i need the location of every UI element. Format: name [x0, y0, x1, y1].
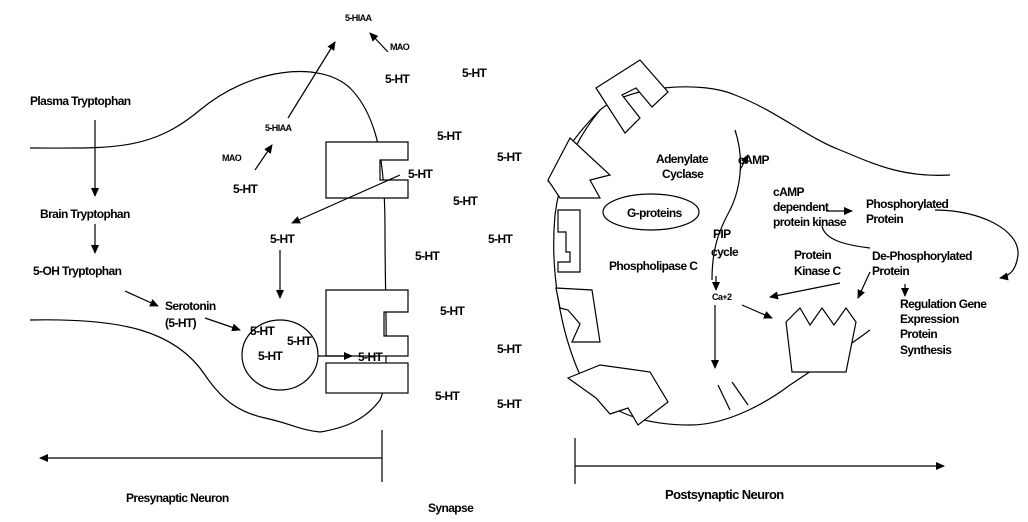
label-5ht: 5-HT: [488, 232, 514, 246]
label-5ht: 5-HT: [358, 350, 384, 364]
label-protein-kinase: Protein: [794, 248, 831, 262]
arrow-hiaa-out: [288, 42, 335, 118]
receptor-bottom: [568, 365, 668, 425]
arrow-ca-to-channel: [742, 305, 772, 318]
label-phosphorylated: Phosphorylated: [866, 197, 949, 211]
label-5ht: 5-HT: [453, 194, 479, 208]
label-5ht: 5-HT: [497, 397, 523, 411]
label-postsynaptic-neuron: Postsynaptic Neuron: [665, 487, 784, 502]
label-5ht: 5-HT: [437, 129, 463, 143]
label-regulation-4: Synthesis: [900, 343, 952, 357]
receptor-left-middle: [558, 210, 580, 272]
label-phosphorylated-protein: Protein: [866, 212, 903, 226]
label-calcium: Ca+2: [712, 292, 732, 302]
channel-wall-left: [718, 385, 730, 410]
label-5ht: 5-HT: [258, 349, 284, 363]
label-5ht: 5-HT: [270, 232, 296, 246]
arrow-dephospho-to-kinase: [822, 226, 870, 248]
arrow-5oh-to-serotonin: [125, 291, 158, 306]
label-regulation-3: Protein: [900, 327, 937, 341]
label-camp: cAMP: [738, 153, 770, 167]
label-camp-kinase-3: protein kinase: [773, 215, 847, 229]
label-5ht: 5-HT: [233, 182, 259, 196]
label-plasma-tryptophan: Plasma Tryptophan: [30, 94, 131, 108]
label-serotonin-abbr: (5-HT): [165, 316, 197, 330]
label-5ht: 5-HT: [385, 72, 411, 86]
label-presynaptic-neuron: Presynaptic Neuron: [126, 491, 229, 505]
label-phospholipase-c: Phospholipase C: [609, 259, 698, 273]
label-serotonin: Serotonin: [165, 299, 216, 313]
label-pip: PIP: [713, 227, 731, 241]
label-5ht: 5-HT: [415, 249, 441, 263]
arrow-mao-inner: [255, 145, 272, 170]
label-5oh-tryptophan: 5-OH Tryptophan: [33, 264, 122, 278]
label-5hiaa-inner: 5-HIAA: [265, 123, 293, 133]
arrow-mao-outer: [370, 33, 388, 52]
label-5ht: 5-HT: [408, 167, 434, 181]
label-5ht: 5-HT: [497, 342, 523, 356]
label-cycle: cycle: [711, 245, 739, 259]
arrow-kinasec-to-ca: [770, 283, 840, 297]
label-camp-kinase-2: dependent: [773, 200, 829, 214]
label-regulation-1: Regulation Gene: [900, 297, 987, 311]
label-g-proteins: G-proteins: [627, 206, 683, 220]
arrow-serotonin-to-vesicle: [205, 318, 240, 330]
label-kinase-c: Kinase C: [794, 264, 841, 278]
receptor-left-lower: [556, 288, 600, 342]
channel-wall-right: [732, 382, 748, 405]
label-5hiaa-outer: 5-HIAA: [345, 13, 373, 23]
arrow-phosphorylated-loop: [935, 210, 1018, 278]
label-mao-inner: MAO: [222, 153, 242, 163]
label-dephosphorylated: De-Phosphorylated: [872, 249, 972, 263]
label-brain-tryptophan: Brain Tryptophan: [40, 207, 130, 221]
label-5ht: 5-HT: [435, 389, 461, 403]
label-5ht: 5-HT: [497, 150, 523, 164]
label-regulation-2: Expression: [900, 312, 959, 326]
label-adenylate: Adenylate: [656, 152, 709, 166]
receptor-ion-channel: [786, 308, 856, 372]
arrow-dephospho-to-channel: [858, 272, 870, 298]
label-5ht: 5-HT: [287, 334, 313, 348]
label-mao-outer: MAO: [390, 42, 410, 52]
label-5ht: 5-HT: [440, 304, 466, 318]
transporter-bottom: [326, 363, 408, 393]
label-cyclase: Cyclase: [662, 167, 704, 181]
label-5ht: 5-HT: [462, 66, 488, 80]
label-camp-kinase-1: cAMP: [773, 185, 805, 199]
receptor-top: [596, 60, 668, 133]
presynaptic-membrane-lower: [30, 320, 320, 432]
label-synapse: Synapse: [428, 501, 474, 515]
receptor-left-top: [548, 138, 610, 198]
label-dephospho-protein: Protein: [872, 264, 909, 278]
label-5ht: 5-HT: [250, 324, 276, 338]
transporter-middle: [326, 290, 408, 356]
